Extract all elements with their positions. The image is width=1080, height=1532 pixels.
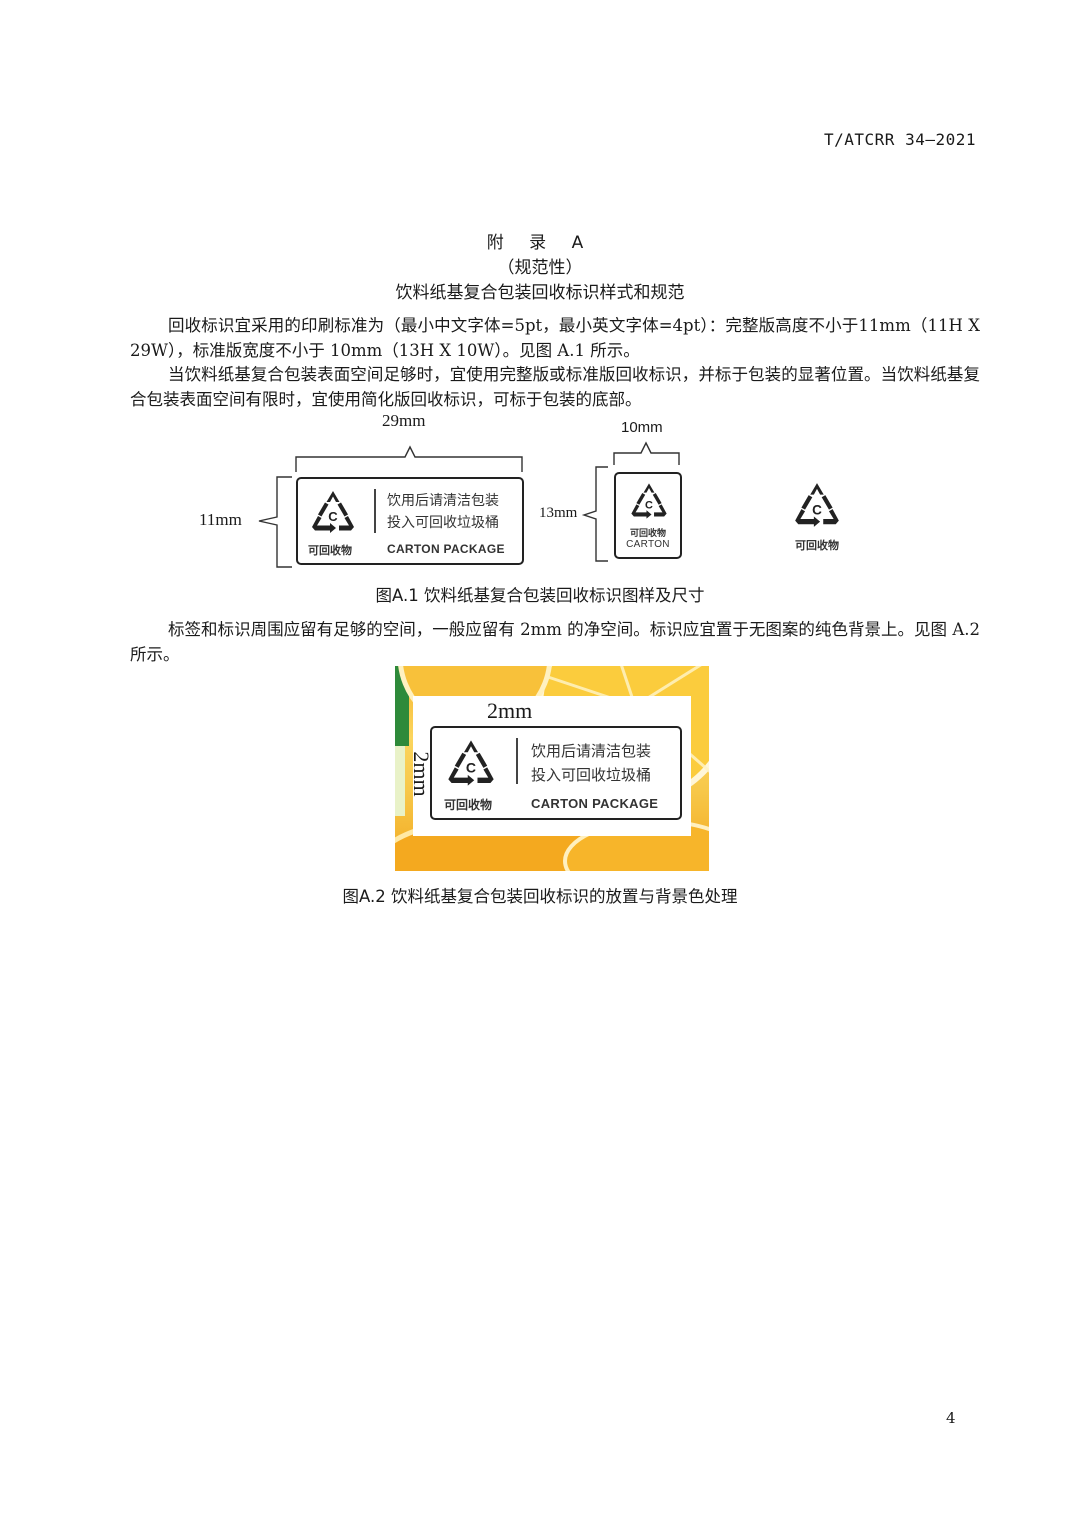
label-line-clean: 饮用后请清洁包装 <box>387 493 499 509</box>
dimension-10mm: 10mm <box>621 419 663 436</box>
page-number: 4 <box>946 1409 956 1427</box>
dimension-11mm: 11mm <box>199 510 242 529</box>
carton-text: CARTON <box>626 539 670 550</box>
label-line-clean: 饮用后请清洁包装 <box>531 742 652 760</box>
label-divider <box>374 489 376 533</box>
label-divider <box>516 738 518 784</box>
figure-a1: 29mm 11mm 10mm 13mm 可回收物 饮用后请清洁包装 投入可回收垃… <box>0 405 1080 580</box>
carton-package-text: CARTON PACKAGE <box>531 796 659 811</box>
carton-package-text: CARTON PACKAGE <box>387 542 505 556</box>
figure-a2-caption: 图A.2 饮料纸基复合包装回收标识的放置与背景色处理 <box>342 887 738 906</box>
orange-background-photo: 2mm 2mm 可回收物 饮用后请清洁包装 投入可回收垃圾桶 CARTON PA… <box>395 666 709 871</box>
recycle-c-icon <box>795 483 839 527</box>
paragraph-clearance: 标签和标识周围应留有足够的空间，一般应留有 2mm 的净空间。标识应宜置于无图案… <box>130 620 980 664</box>
appendix-type: （规范性） <box>497 258 583 278</box>
recyclable-text: 可回收物 <box>444 798 493 812</box>
label-line-bin: 投入可回收垃圾桶 <box>387 515 499 531</box>
recyclable-text: 可回收物 <box>795 539 839 552</box>
placed-recycle-label: 可回收物 饮用后请清洁包装 投入可回收垃圾桶 CARTON PACKAGE <box>430 726 682 820</box>
dimension-top-2mm: 2mm <box>487 698 533 723</box>
appendix-subtitle: 饮料纸基复合包装回收标识样式和规范 <box>395 283 685 303</box>
appendix-title: 附 录 A <box>486 233 594 253</box>
full-recycle-label: 可回收物 饮用后请清洁包装 投入可回收垃圾桶 CARTON PACKAGE <box>296 477 524 565</box>
standard-code: T/ATCRR 34—2021 <box>824 130 976 149</box>
recycle-c-icon <box>312 491 354 533</box>
recycle-c-icon <box>631 483 667 519</box>
standard-recycle-label: 可回收物 CARTON <box>614 472 682 559</box>
figure-a1-caption: 图A.1 饮料纸基复合包装回收标识图样及尺寸 <box>375 586 705 605</box>
label-line-bin: 投入可回收垃圾桶 <box>531 766 652 784</box>
paragraph-usage: 当饮料纸基复合包装表面空间足够时，宜使用完整版或标准版回收标识，并标于包装的显著… <box>130 365 980 409</box>
simplified-recycle-label: 可回收物 <box>786 477 848 557</box>
dimension-13mm: 13mm <box>539 505 578 521</box>
dimension-brackets <box>258 441 680 568</box>
paragraph-print-standard: 回收标识宜采用的印刷标准为（最小中文字体=5pt，最小英文字体=4pt）：完整版… <box>130 316 980 360</box>
recyclable-text: 可回收物 <box>629 529 666 539</box>
recyclable-text: 可回收物 <box>308 544 352 557</box>
recycle-c-icon <box>448 740 494 786</box>
dimension-29mm: 29mm <box>382 411 426 430</box>
